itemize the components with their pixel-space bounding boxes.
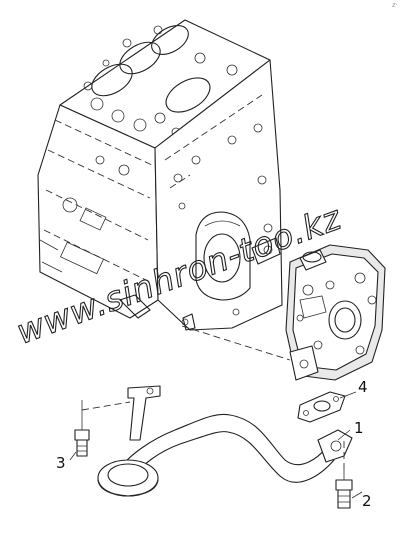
engine-block [37, 19, 283, 331]
gasket [297, 391, 346, 423]
corner-mark: z· [392, 1, 398, 9]
callout-2-leader [351, 491, 363, 499]
assembly-centre-line [181, 325, 291, 361]
callout-4: 4 [358, 378, 368, 396]
callout-2: 2 [362, 492, 372, 510]
oil-suction-pipe [97, 385, 353, 497]
callout-3-leader [69, 451, 77, 461]
bolt-3-leader [81, 401, 131, 411]
oil-pump-housing [285, 244, 386, 381]
callout-1-leader [337, 429, 351, 441]
callout-4-leader [339, 391, 357, 399]
callout-1: 1 [354, 419, 364, 437]
bolt-3 [74, 400, 90, 457]
callout-3: 3 [56, 454, 66, 472]
bolt-2 [335, 470, 353, 509]
